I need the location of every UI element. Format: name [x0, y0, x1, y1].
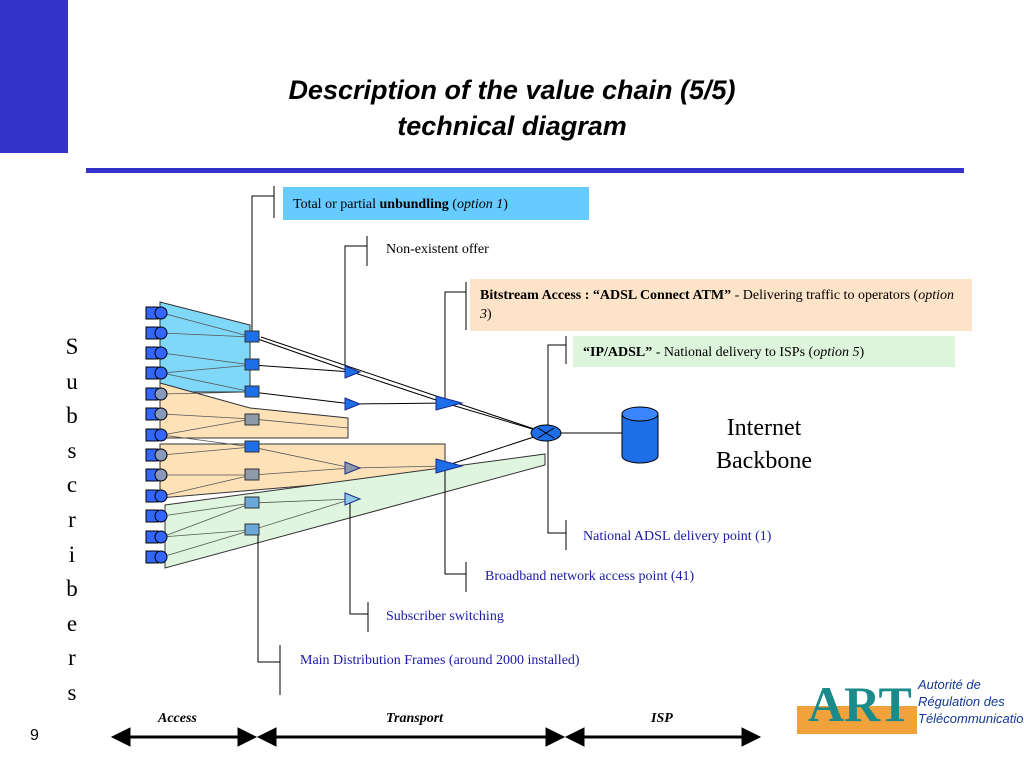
zone-arrows — [110, 727, 762, 747]
unbundling-label: Total or partial unbundling (option 1) — [293, 197, 508, 212]
zone-isp: ISP — [651, 711, 673, 726]
ip-adsl-box-bg — [573, 336, 955, 367]
internet-database-icon — [621, 406, 659, 464]
ip-adsl-label: “IP/ADSL” - National delivery to ISPs (o… — [583, 345, 865, 360]
slide-title: Description of the value chain (5/5) tec… — [112, 72, 912, 144]
title-line-2: technical diagram — [397, 111, 627, 141]
broadband-access-point-label: Broadband network access point (41) — [485, 569, 695, 584]
non-existent-offer-label: Non-existent offer — [386, 242, 489, 257]
subscriber-fan-lines — [161, 312, 446, 558]
mdf-label: Main Distribution Frames (around 2000 in… — [300, 653, 580, 668]
bitstream-box-bg — [470, 279, 972, 331]
logo-mark-text: ART — [808, 676, 912, 732]
subscriber-switching-label: Subscriber switching — [386, 609, 504, 624]
national-delivery-point-label: National ADSL delivery point (1) — [583, 529, 772, 544]
bitstream-label: Bitstream Access : “ADSL Connect ATM” - … — [480, 288, 954, 322]
zone-transport: Transport — [386, 711, 444, 726]
mdf-squares — [244, 330, 260, 536]
subscriber-plugs — [145, 306, 168, 564]
leader-lines — [251, 186, 567, 695]
corner-accent-bar — [0, 0, 68, 153]
network-links — [251, 336, 626, 467]
art-logo-mark: ART — [797, 676, 917, 734]
title-line-1: Description of the value chain (5/5) — [288, 75, 736, 105]
switch-triangles — [344, 365, 464, 506]
title-underline — [86, 168, 964, 173]
national-router — [530, 424, 562, 442]
green-funnel — [164, 453, 546, 569]
cyan-funnel — [159, 301, 251, 393]
zone-access: Access — [158, 711, 197, 726]
page-number: 9 — [30, 727, 39, 744]
unbundling-box-bg — [283, 187, 589, 220]
